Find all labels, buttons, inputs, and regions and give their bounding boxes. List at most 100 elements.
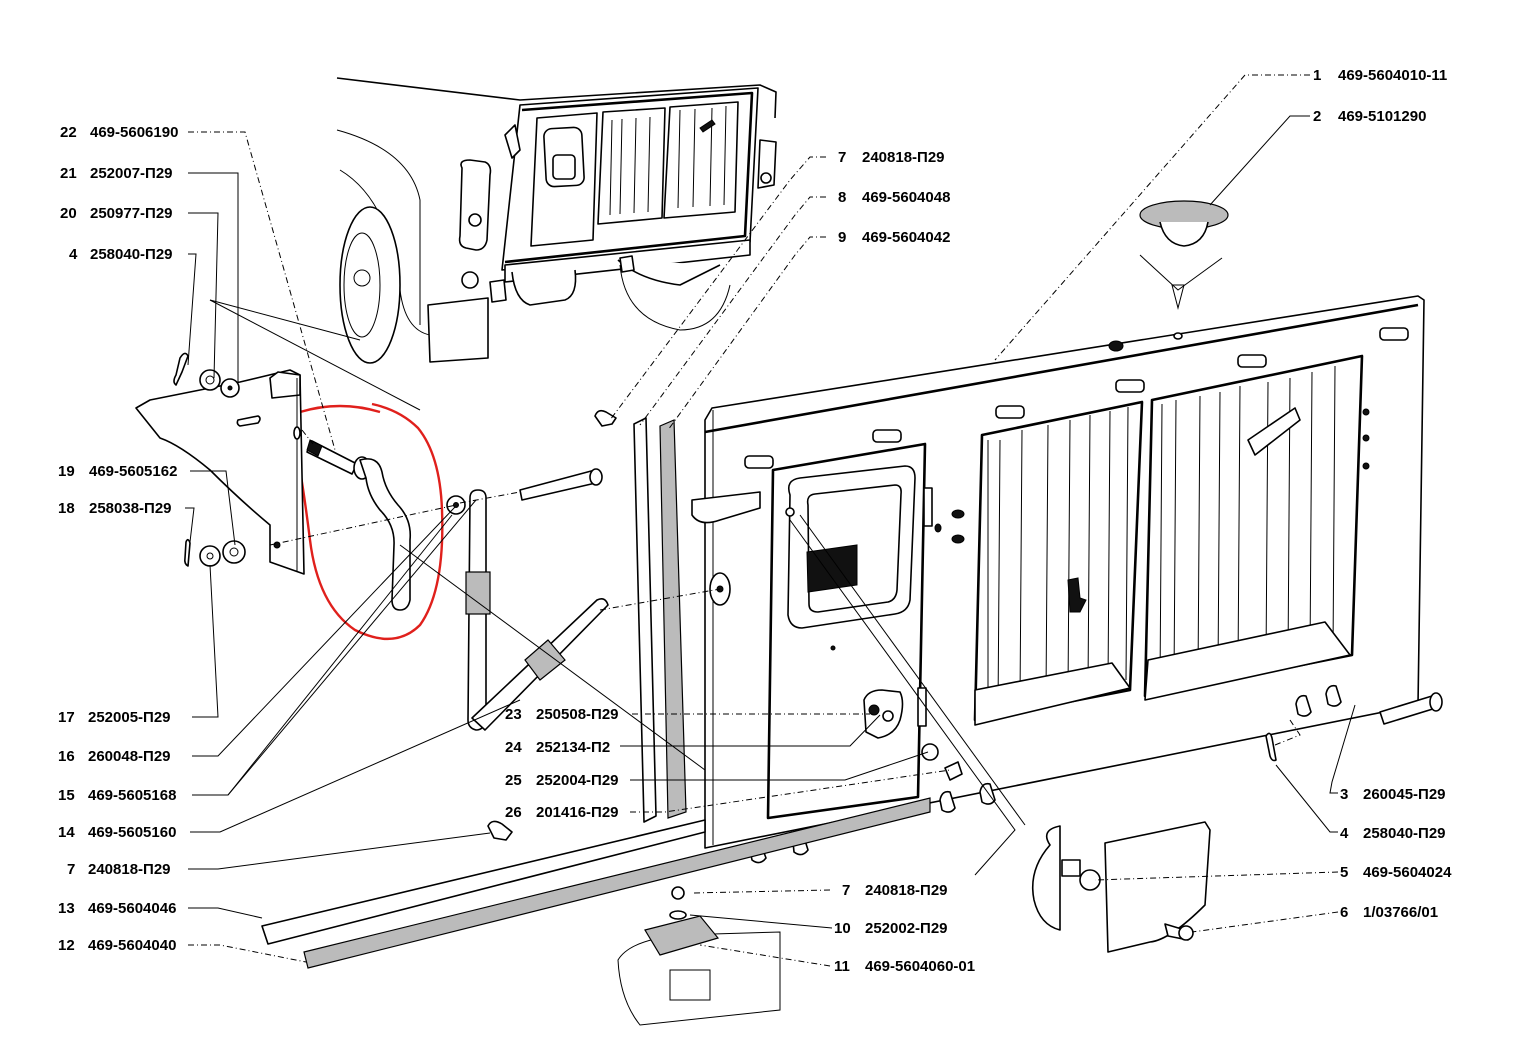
callout-text: 252005-П29: [88, 709, 171, 726]
callout-text: 4: [1340, 825, 1349, 842]
callout-text: 240818-П29: [88, 861, 171, 878]
callout-text: 24: [505, 739, 522, 756]
callout-21: 21 252007-П29: [60, 165, 173, 182]
part-11-bracket: [617, 886, 781, 1026]
callout-20: 20 250977-П29: [60, 205, 173, 222]
callout-text: 22: [60, 124, 77, 141]
callout-text: 14: [58, 824, 75, 841]
striker-plate: [1031, 821, 1211, 953]
callout-8: 8 469-5604048: [838, 189, 950, 206]
callout-text: 7: [842, 882, 850, 899]
callout-12: 12 469-5604040: [58, 937, 176, 954]
part-2-plug: [1139, 200, 1229, 310]
callout-text: 469-5605160: [88, 824, 176, 841]
bottom-rails: [261, 797, 931, 969]
callout-text: 4: [69, 246, 78, 263]
callout-16: 16 260048-П29: [58, 748, 171, 765]
callout-15: 15 469-5605168: [58, 787, 176, 804]
callout-text: 469-5604024: [1363, 864, 1452, 881]
callout-text: 23: [505, 706, 522, 723]
callout-text: 240818-П29: [862, 149, 945, 166]
callout-text: 469-5604060-01: [865, 958, 975, 975]
callout-7-top: 7 240818-П29: [838, 149, 945, 166]
callout-text: 260045-П29: [1363, 786, 1446, 803]
tailgate-panel: [691, 295, 1425, 864]
callout-18: 18 258038-П29: [58, 500, 172, 517]
check-straps: [465, 468, 609, 731]
callout-text: 12: [58, 937, 75, 954]
callout-text: 21: [60, 165, 77, 182]
callout-labels: 1 469-5604010-11 2 469-5101290 7 240818-П29…: [58, 67, 1452, 975]
callout-text: 260048-П29: [88, 748, 171, 765]
callout-text: 469-5604042: [862, 229, 950, 246]
callout-2: 2 469-5101290: [1313, 108, 1426, 125]
callout-text: 258038-П29: [89, 500, 172, 517]
callout-text: 1: [1313, 67, 1321, 84]
callout-text: 7: [67, 861, 75, 878]
callout-text: 26: [505, 804, 522, 821]
callout-text: 250508-П29: [536, 706, 619, 723]
callout-text: 9: [838, 229, 846, 246]
callout-text: 1/03766/01: [1363, 904, 1438, 921]
callout-text: 17: [58, 709, 75, 726]
callout-text: 201416-П29: [536, 804, 619, 821]
callout-13: 13 469-5604046: [58, 900, 176, 917]
callout-text: 6: [1340, 904, 1348, 921]
callout-text: 258040-П29: [1363, 825, 1446, 842]
callout-25: 25 252004-П29: [505, 772, 619, 789]
leader-lines: [185, 74, 1356, 967]
callout-22: 22 469-5606190: [60, 124, 178, 141]
callout-text: 20: [60, 205, 77, 222]
callout-9: 9 469-5604042: [838, 229, 950, 246]
part-22-handle: [306, 439, 412, 611]
callout-text: 252002-П29: [865, 920, 948, 937]
callout-text: 258040-П29: [90, 246, 173, 263]
washers-left: [173, 352, 466, 567]
callout-5: 5 469-5604024: [1340, 864, 1452, 881]
vehicle-rear-illustration: [336, 77, 777, 364]
callout-text: 469-5604040: [88, 937, 176, 954]
callout-text: 250977-П29: [90, 205, 173, 222]
callout-text: 3: [1340, 786, 1348, 803]
callout-4-right: 4 258040-П29: [1340, 825, 1446, 842]
callout-text: 13: [58, 900, 75, 917]
callout-text: 252007-П29: [90, 165, 173, 182]
callout-text: 8: [838, 189, 846, 206]
hinge-pin-right: [1265, 692, 1443, 762]
callout-14: 14 469-5605160: [58, 824, 176, 841]
callout-text: 469-5606190: [90, 124, 178, 141]
callout-text: 18: [58, 500, 75, 517]
callout-text: 10: [834, 920, 851, 937]
slots: [744, 327, 1409, 469]
callout-3: 3 260045-П29: [1340, 786, 1446, 803]
callout-text: 469-5604010-11: [1338, 67, 1447, 84]
callout-text: 19: [58, 463, 75, 480]
callout-text: 469-5605168: [88, 787, 176, 804]
callout-1: 1 469-5604010-11: [1313, 67, 1447, 84]
callout-text: 25: [505, 772, 522, 789]
callout-text: 2: [1313, 108, 1321, 125]
callout-text: 252004-П29: [536, 772, 619, 789]
callout-text: 5: [1340, 864, 1348, 881]
callout-text: 15: [58, 787, 75, 804]
callout-6: 6 1/03766/01: [1340, 904, 1438, 921]
callout-text: 240818-П29: [865, 882, 948, 899]
callout-text: 469-5605162: [89, 463, 177, 480]
callout-text: 469-5604048: [862, 189, 950, 206]
callout-11: 11 469-5604060-01: [834, 958, 975, 975]
callout-19: 19 469-5605162: [58, 463, 177, 480]
callout-text: 469-5604046: [88, 900, 176, 917]
callout-7-bottom: 7 240818-П29: [842, 882, 948, 899]
callout-text: 11: [834, 958, 850, 975]
callout-text: 469-5101290: [1338, 108, 1426, 125]
callout-23: 23 250508-П29: [505, 706, 619, 723]
callout-17: 17 252005-П29: [58, 709, 171, 726]
callout-26: 26 201416-П29: [505, 804, 619, 821]
callout-text: 7: [838, 149, 846, 166]
callout-10: 10 252002-П29: [834, 920, 948, 937]
highlight-circle: [290, 402, 444, 641]
callout-4-left: 4 258040-П29: [69, 246, 173, 263]
callout-text: 16: [58, 748, 75, 765]
